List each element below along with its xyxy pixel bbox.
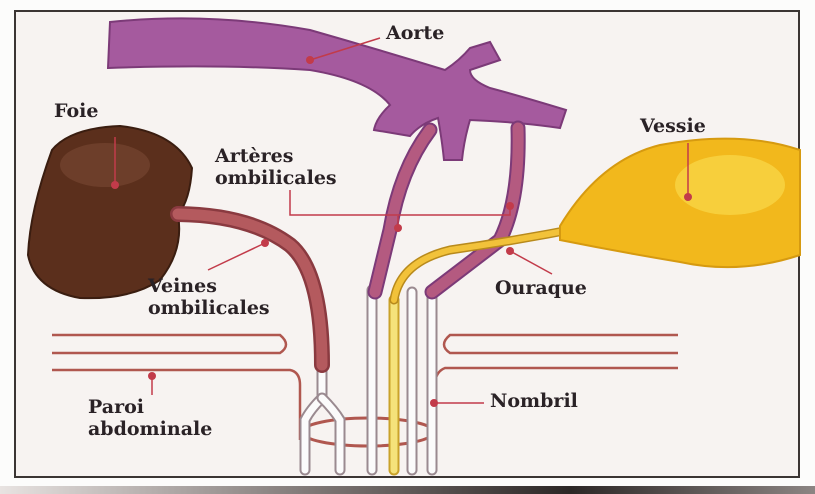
label-paroi-line2: abdominale <box>88 418 212 440</box>
label-veines-line1: Veines <box>148 275 270 297</box>
label-arteres-line1: Artères <box>215 145 337 167</box>
label-paroi-abdominale: Paroi abdominale <box>88 396 212 440</box>
label-arteres-ombilicales: Artères ombilicales <box>215 145 337 189</box>
label-arteres-line2: ombilicales <box>215 167 337 189</box>
foie-highlight <box>60 143 150 187</box>
scan-edge <box>0 486 815 494</box>
label-foie: Foie <box>54 100 98 122</box>
vessie-highlight <box>675 155 785 215</box>
aorte-shape <box>108 18 566 160</box>
label-paroi-line1: Paroi <box>88 396 212 418</box>
label-veines-line2: ombilicales <box>148 297 270 319</box>
label-veines-ombilicales: Veines ombilicales <box>148 275 270 319</box>
label-ouraque: Ouraque <box>495 277 587 299</box>
label-aorte: Aorte <box>386 22 444 44</box>
label-vessie: Vessie <box>640 115 706 137</box>
label-nombril: Nombril <box>490 390 578 412</box>
